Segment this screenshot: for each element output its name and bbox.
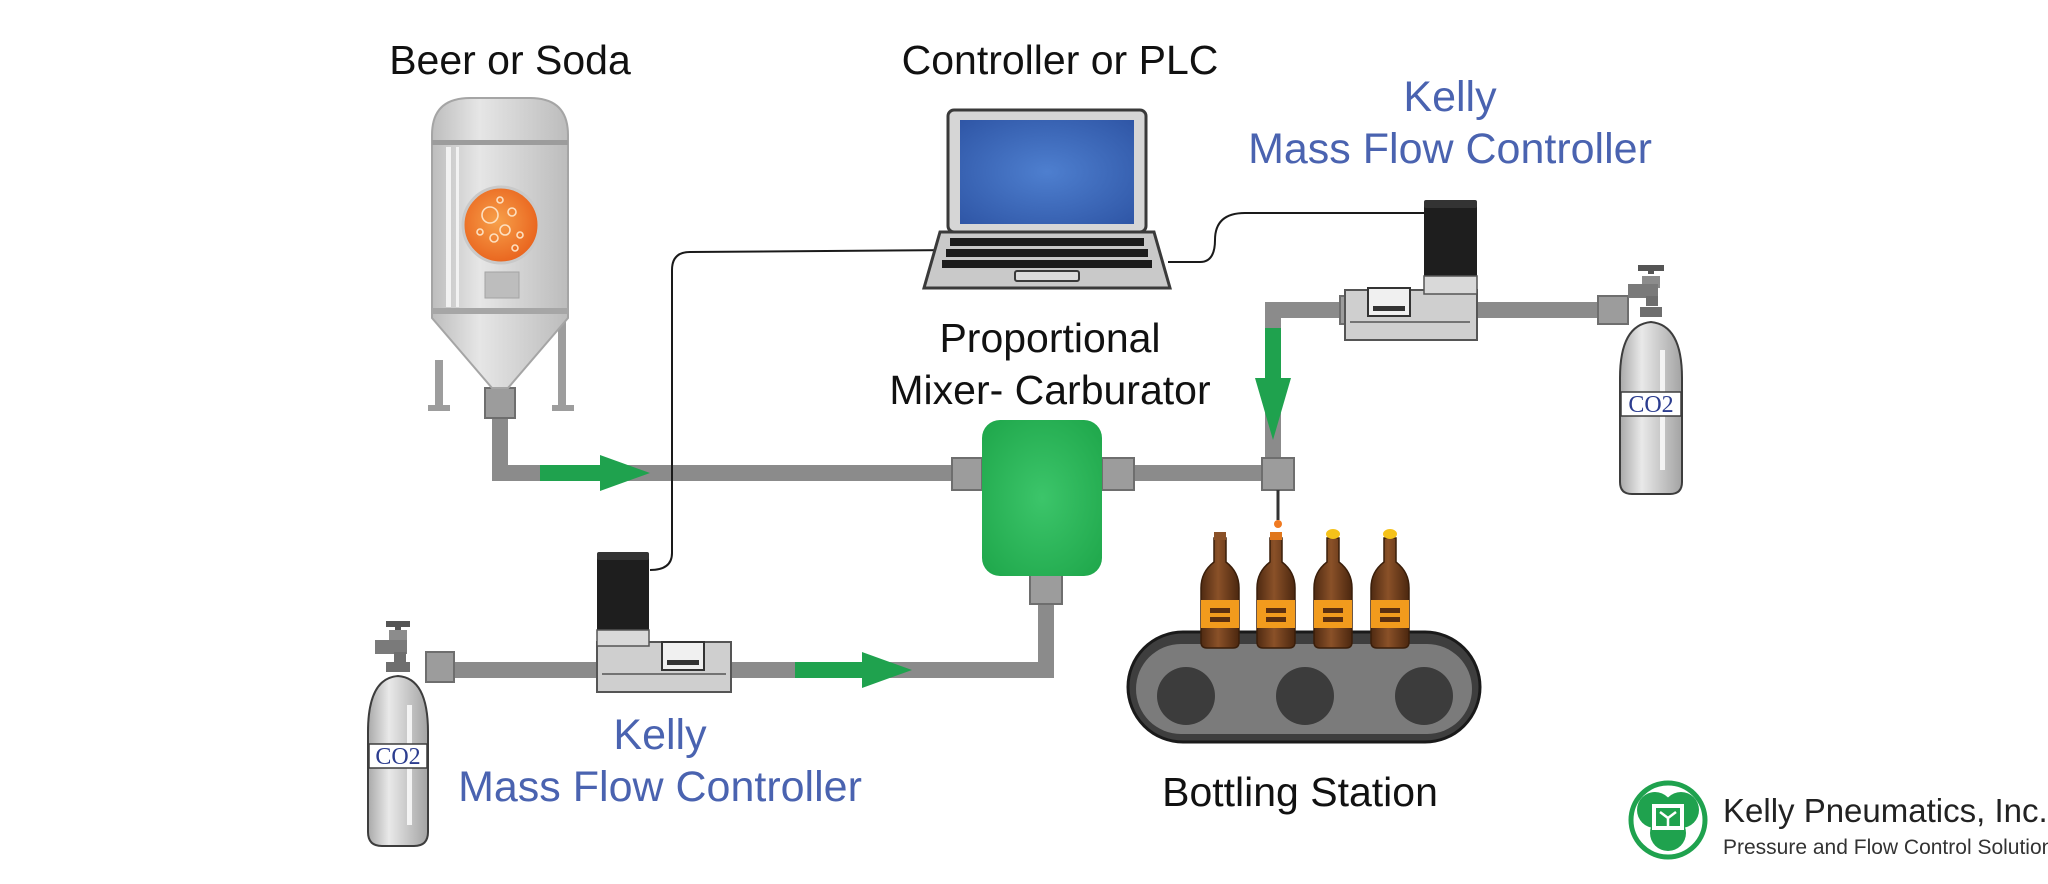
bubbles-icon [476,196,524,252]
flow-arrow-co2-top [1255,328,1291,440]
flow-arrows [540,328,1291,688]
company-name: Kelly Pneumatics, Inc. [1723,792,2048,829]
label-bottling-station: Bottling Station [1162,769,1438,815]
label-mfc-bottom-line1: Kelly [613,711,707,759]
label-mixer-line2: Mixer- Carburator [889,367,1211,413]
mixer-carburator [982,420,1102,576]
bottle-icon [1200,532,1240,649]
controller-cables [649,212,1430,571]
conveyor-roller [1157,667,1215,725]
beer-tank [428,97,574,411]
kelly-logo-icon [1628,780,1708,860]
conveyor-belt [1126,630,1482,744]
co2-label-bottom: CO2 [375,744,420,770]
bottle-icon [1370,529,1410,649]
bottle-icon [1313,529,1353,649]
keyboard [942,238,1152,268]
label-beer-or-soda: Beer or Soda [389,37,631,83]
label-mixer-line1: Proportional [939,315,1161,361]
co2-label-top: CO2 [1628,392,1673,418]
laptop-icon [922,108,1172,290]
co2-cylinder-bottom [367,621,429,847]
bottle-icon [1256,532,1296,649]
label-mfc-bottom-line2: Mass Flow Controller [458,763,862,811]
label-mfc-top-line1: Kelly [1403,73,1497,121]
mass-flow-controller-top [1344,200,1478,341]
filler-drop [1274,520,1282,528]
company-tagline: Pressure and Flow Control Solutions [1723,836,2048,859]
bottles [1200,529,1410,649]
co2-cylinder-top [1619,265,1683,495]
conveyor-roller [1395,667,1453,725]
flow-arrow-co2-bottom [795,652,912,688]
label-controller: Controller or PLC [901,37,1219,83]
label-mfc-top-line2: Mass Flow Controller [1248,125,1652,173]
flow-arrow-beer [540,455,650,491]
company-brand: Kelly Pneumatics, Inc. Pressure and Flow… [1639,784,2048,874]
conveyor-roller [1276,667,1334,725]
mass-flow-controller-bottom [596,552,732,693]
